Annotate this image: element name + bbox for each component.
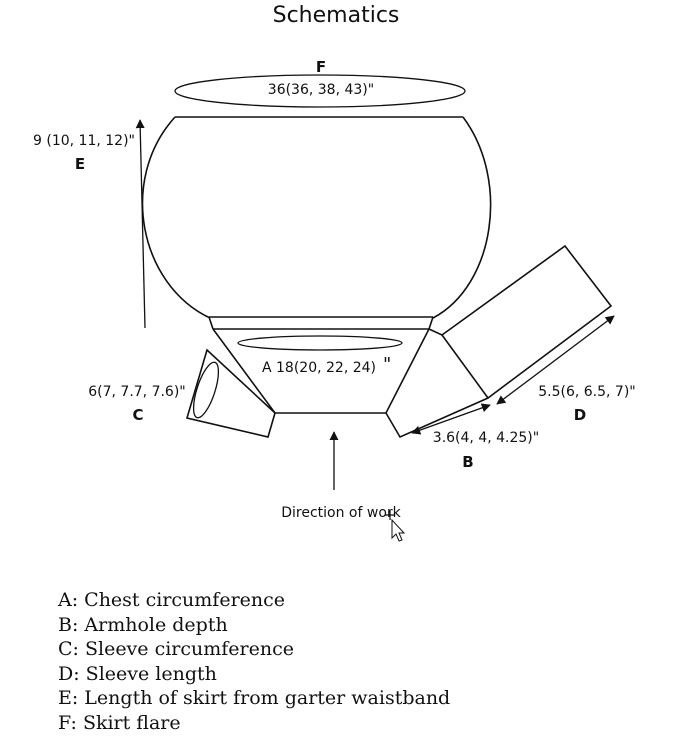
label-a-value: A 18(20, 22, 24) bbox=[262, 360, 376, 376]
legend-item-b: B: Armhole depth bbox=[58, 613, 228, 636]
skirt-flare-ellipse bbox=[174, 74, 466, 108]
label-d-letter: D bbox=[574, 406, 586, 424]
skirt-left-curve bbox=[141, 116, 211, 319]
chest-ellipse bbox=[237, 335, 403, 351]
label-f-value: 36(36, 38, 43)" bbox=[268, 82, 374, 98]
armhole-depth-arrow bbox=[411, 403, 491, 435]
label-f-letter: F bbox=[316, 58, 326, 76]
label-b-letter: B bbox=[462, 453, 473, 471]
legend-item-f: F: Skirt flare bbox=[58, 711, 181, 734]
legend-item-a: A: Chest circumference bbox=[58, 589, 286, 611]
label-c-letter: C bbox=[132, 406, 143, 424]
label-e-value: 9 (10, 11, 12)" bbox=[33, 133, 135, 149]
direction-label: Direction of work bbox=[281, 505, 401, 521]
armhole-line bbox=[441, 334, 489, 399]
label-a-quote: " bbox=[383, 354, 391, 375]
diagram-title: Schematics bbox=[273, 3, 400, 28]
skirt-length-arrow bbox=[135, 119, 146, 329]
mouse-cursor-icon bbox=[385, 510, 406, 542]
sleeve-length-arrow bbox=[496, 315, 615, 405]
schematic-drawing: Schematics F 36(36, 38, 43)" 9 (10, 11, … bbox=[33, 3, 636, 542]
label-e-letter: E bbox=[75, 155, 85, 173]
legend-item-d: D: Sleeve length bbox=[58, 662, 217, 685]
label-b-value: 3.6(4, 4, 4.25)" bbox=[433, 430, 539, 446]
skirt-right-curve bbox=[432, 116, 492, 319]
label-d-value: 5.5(6, 6.5, 7)" bbox=[538, 384, 636, 400]
legend-item-e: E: Length of skirt from garter waistband bbox=[58, 687, 451, 710]
legend-item-c: C: Sleeve circumference bbox=[58, 638, 294, 661]
legend: A: Chest circumference B: Armhole depth … bbox=[58, 588, 450, 736]
label-c-value: 6(7, 7.7, 7.6)" bbox=[88, 384, 186, 400]
bodice-outline bbox=[212, 328, 430, 414]
left-sleeve bbox=[185, 348, 276, 438]
sleeve-cuff-ellipse bbox=[192, 361, 220, 419]
